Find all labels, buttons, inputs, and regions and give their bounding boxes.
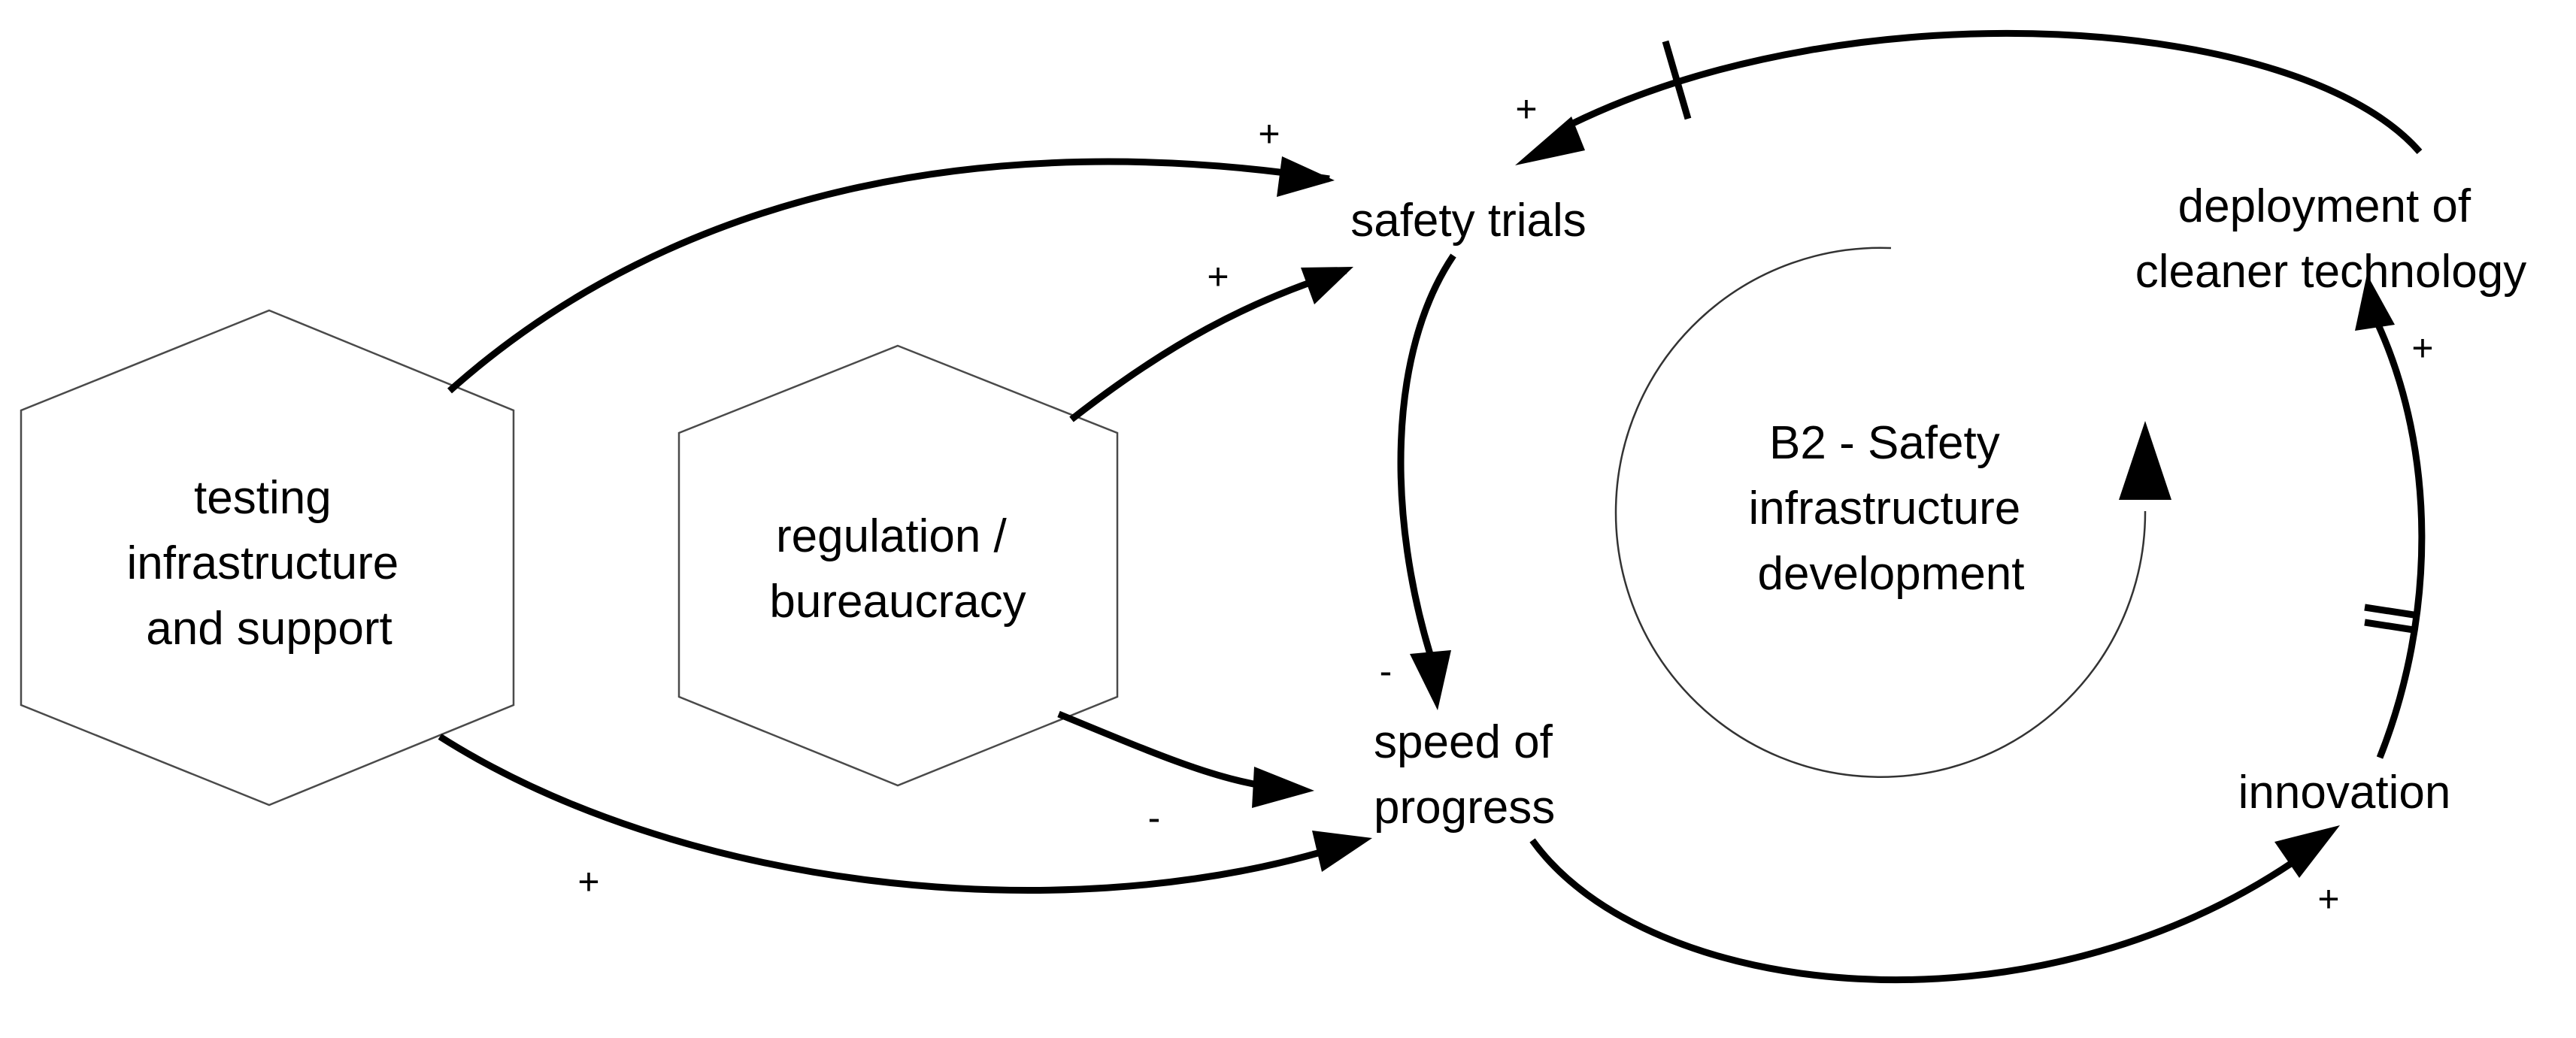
node-label-line: testing <box>194 472 332 524</box>
arrowhead-icon <box>2355 274 2395 331</box>
polarity-sign: + <box>2317 878 2339 920</box>
node-speed-of-progress: speed of progress <box>1374 716 1565 834</box>
arrowhead-icon <box>1515 117 1585 165</box>
node-deployment-cleaner-technology: deployment of cleaner technology <box>2135 180 2526 298</box>
node-label-line: and support <box>146 603 392 655</box>
polarity-sign: + <box>1207 256 1229 298</box>
polarity-sign: + <box>2411 327 2433 369</box>
arrowhead-icon <box>2274 825 2340 878</box>
delay-mark-icon <box>2364 604 2414 619</box>
link-speed-to-innovation <box>1529 838 2303 984</box>
link-testing-to-safety-trials <box>447 158 1330 394</box>
link-safety-trials-to-speed <box>1397 253 1456 663</box>
link-testing-to-speed <box>438 734 1332 894</box>
svg-text:regulation / bureaucracy: regulation / bureaucracy <box>769 510 1026 628</box>
delay-mark-icon <box>2364 619 2414 634</box>
link-deployment-to-safety-trials <box>1570 29 2423 154</box>
arrowhead-icon <box>1252 767 1314 808</box>
node-testing-infrastructure: testing infrastructure and support <box>20 309 515 806</box>
loop-indicator-b2: B2 - Safety infrastructure development <box>1614 247 2171 778</box>
link-regulation-to-speed <box>1057 710 1279 791</box>
hexagon-shape <box>677 344 1119 787</box>
node-safety-trials: safety trials <box>1350 195 1587 247</box>
polarity-sign: - <box>1380 650 1393 692</box>
node-regulation-bureaucracy: regulation / bureaucracy <box>677 344 1119 787</box>
link-innovation-to-deployment <box>2374 322 2426 759</box>
delay-mark-icon <box>1662 40 1692 120</box>
arrowhead-icon <box>1301 267 1353 304</box>
node-label-line: infrastructure <box>126 537 399 589</box>
causal-links: + + + - - + + + <box>438 29 2434 984</box>
loop-arc <box>1614 247 2147 778</box>
polarity-sign: + <box>577 861 599 903</box>
polarity-sign: - <box>1148 797 1161 839</box>
loop-arrowhead-icon <box>2119 421 2171 500</box>
hexagon-shape <box>20 309 515 806</box>
svg-text:testing infrastructure: testing infrastructure and support <box>126 472 411 655</box>
arrowhead-icon <box>1312 831 1372 872</box>
polarity-sign: + <box>1515 88 1537 130</box>
node-innovation: innovation <box>2238 767 2451 819</box>
polarity-sign: + <box>1258 113 1280 155</box>
node-label-line: regulation / <box>776 510 1008 562</box>
loop-label: B2 - Safety infrastructure development <box>1748 417 2033 600</box>
arrowhead-icon <box>1277 156 1335 197</box>
arrowhead-icon <box>1410 650 1451 710</box>
node-label-line: bureaucracy <box>769 576 1026 628</box>
